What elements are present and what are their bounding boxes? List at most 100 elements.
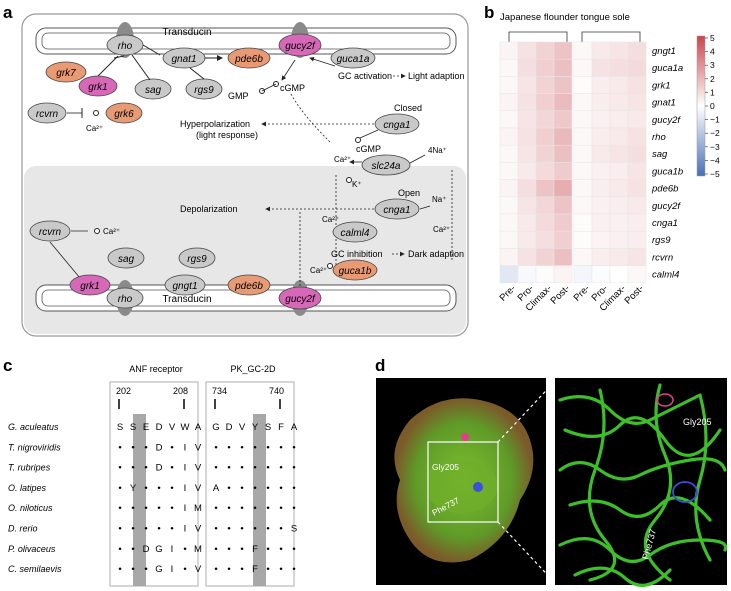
residue: • [266, 544, 269, 555]
heatmap-cell [535, 213, 555, 232]
heatmap-cell [573, 76, 593, 94]
heatmap-row-label: calml4 [652, 270, 679, 281]
heatmap-cell [553, 58, 573, 77]
svg-text:cnga1: cnga1 [383, 205, 410, 216]
heatmap-cell [573, 162, 593, 180]
heatmap-cell [573, 58, 593, 77]
residue: Y [130, 483, 137, 494]
gene-pde6b-top: pde6b [227, 47, 271, 69]
residue: • [227, 463, 230, 474]
heatmap-cell [591, 127, 611, 146]
residue: • [227, 544, 230, 555]
heatmap-column-label: Post- [623, 283, 646, 306]
heatmap-cell [627, 179, 647, 198]
residue: • [240, 483, 243, 494]
gene-rho-bottom: rho [106, 287, 144, 309]
colorbar-tick-label: 0 [710, 101, 715, 111]
residue: D [156, 442, 163, 453]
heatmap-cell [535, 41, 555, 60]
gene-calml4: calml4 [332, 221, 378, 243]
residue: • [253, 463, 256, 474]
residue: • [144, 483, 147, 494]
residue: S [265, 422, 271, 433]
gly205-label-left: Gly205 [432, 462, 459, 472]
heatmap-cell [609, 213, 629, 232]
gene-rcvrn-bottom: rcvrn [29, 220, 71, 242]
residue: V [195, 463, 202, 474]
residue: E [143, 422, 149, 433]
residue: • [253, 483, 256, 494]
residue: • [214, 544, 217, 555]
svg-text:rcvrn: rcvrn [36, 109, 59, 120]
heatmap-cell [499, 265, 519, 284]
heatmap-cell [517, 265, 537, 284]
panel-a: a rho Transducin gnat1 pde6b gucy2f [3, 3, 469, 337]
residue: G [212, 422, 219, 433]
residue: V [195, 442, 202, 453]
residue: I [184, 442, 187, 453]
residue: • [292, 564, 295, 575]
heatmap-cell [499, 179, 519, 198]
gene-guca1b: guca1b [332, 259, 378, 281]
svg-text:rho: rho [118, 294, 133, 305]
colorbar-tick-label: 3 [710, 60, 715, 70]
residue: F [252, 564, 258, 575]
ca-calml4-right-label: Ca²⁺ [433, 225, 450, 234]
residue: • [157, 503, 160, 514]
residue: • [118, 483, 121, 494]
heatmap-cell [553, 144, 573, 163]
ca-calml4-label: Ca²⁺ [322, 215, 339, 224]
residue: • [240, 503, 243, 514]
heatmap-row-label: gucy2f [652, 201, 681, 212]
residue: G [155, 544, 162, 555]
heatmap-cell [573, 144, 593, 163]
transducin-bottom-label: Transducin [162, 294, 211, 305]
residue: • [131, 463, 134, 474]
gene-rgs9-bottom: rgs9 [178, 247, 216, 269]
heatmap-cell [517, 162, 537, 180]
colorbar-tick-label: −5 [710, 169, 720, 179]
heatmap-cell [627, 41, 647, 60]
residue: • [240, 544, 243, 555]
heatmap-cell [499, 248, 519, 266]
residue: • [279, 442, 282, 453]
residue: V [169, 422, 176, 433]
heatmap-cell [573, 127, 593, 146]
ca-slc-label: Ca²⁺ [334, 155, 351, 164]
heatmap-cell [609, 265, 629, 284]
heatmap-row-label: pde6b [651, 184, 678, 195]
heatmap-cell [627, 248, 647, 266]
residue: I [184, 463, 187, 474]
open-label: Open [398, 188, 420, 198]
gene-grk1-bottom: grk1 [69, 274, 111, 296]
heatmap-row-label: gngt1 [652, 46, 676, 57]
residue: • [183, 564, 186, 575]
depolarization-label: Depolarization [180, 204, 238, 214]
heatmap-cell [499, 162, 519, 180]
svg-text:rgs9: rgs9 [194, 85, 214, 96]
heatmap-cell [609, 144, 629, 163]
heatmap-cell [535, 110, 555, 129]
heatmap-cell [591, 110, 611, 129]
residue: • [240, 524, 243, 535]
residue: • [170, 483, 173, 494]
gc-activation-label: GC activation [338, 71, 392, 81]
residue: • [170, 442, 173, 453]
svg-text:slc24a: slc24a [372, 161, 401, 172]
svg-text:rgs9: rgs9 [187, 254, 207, 265]
heatmap-cell [591, 230, 611, 249]
heatmap-cell [535, 230, 555, 249]
svg-text:cnga1: cnga1 [383, 120, 410, 131]
heatmap-cell [609, 179, 629, 198]
residue: • [118, 442, 121, 453]
pk-gc-2d-title: PK_GC-2D [230, 364, 276, 374]
residue: • [131, 524, 134, 535]
svg-text:grk1: grk1 [88, 82, 107, 93]
heatmap-cell [499, 230, 519, 249]
heatmap-cell [499, 144, 519, 163]
heatmap-column-labels: Pre-Pro-Climax-Post-Pre-Pro-Climax-Post- [498, 283, 646, 314]
residue: • [144, 503, 147, 514]
